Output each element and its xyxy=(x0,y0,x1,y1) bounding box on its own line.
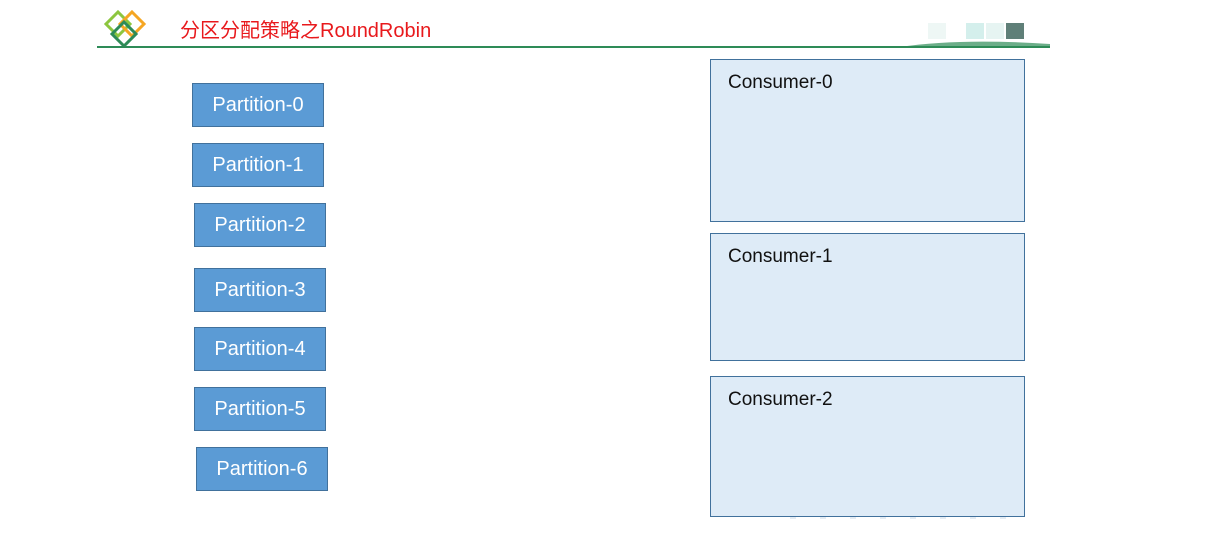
header-divider xyxy=(97,41,1050,48)
partition-label: Partition-6 xyxy=(216,457,308,480)
partition-label: Partition-0 xyxy=(212,93,304,116)
page-title: 分区分配策略之RoundRobin xyxy=(180,20,432,42)
consumer-label: Consumer-1 xyxy=(728,246,833,267)
decor-square-2 xyxy=(946,23,964,39)
decor-square-4 xyxy=(986,23,1004,39)
consumer-box-0: Consumer-0 xyxy=(710,59,1025,222)
partition-label: Partition-5 xyxy=(214,397,306,420)
partition-label: Partition-3 xyxy=(214,278,306,301)
consumer-label: Consumer-2 xyxy=(728,389,833,410)
partition-label: Partition-1 xyxy=(212,153,304,176)
consumer-box-2: Consumer-2 xyxy=(710,376,1025,517)
decor-dashed-line xyxy=(790,517,1030,519)
consumer-label: Consumer-0 xyxy=(728,72,833,93)
partition-box-4: Partition-4 xyxy=(194,327,326,371)
partition-label: Partition-2 xyxy=(214,213,306,236)
partition-box-0: Partition-0 xyxy=(192,83,324,127)
decor-square-5 xyxy=(1006,23,1024,39)
partition-box-2: Partition-2 xyxy=(194,203,326,247)
decor-square-3 xyxy=(966,23,984,39)
partition-label: Partition-4 xyxy=(214,337,306,360)
partition-box-5: Partition-5 xyxy=(194,387,326,431)
decor-square-1 xyxy=(928,23,946,39)
partition-box-6: Partition-6 xyxy=(196,447,328,491)
partition-box-3: Partition-3 xyxy=(194,268,326,312)
partition-box-1: Partition-1 xyxy=(192,143,324,187)
consumer-box-1: Consumer-1 xyxy=(710,233,1025,361)
